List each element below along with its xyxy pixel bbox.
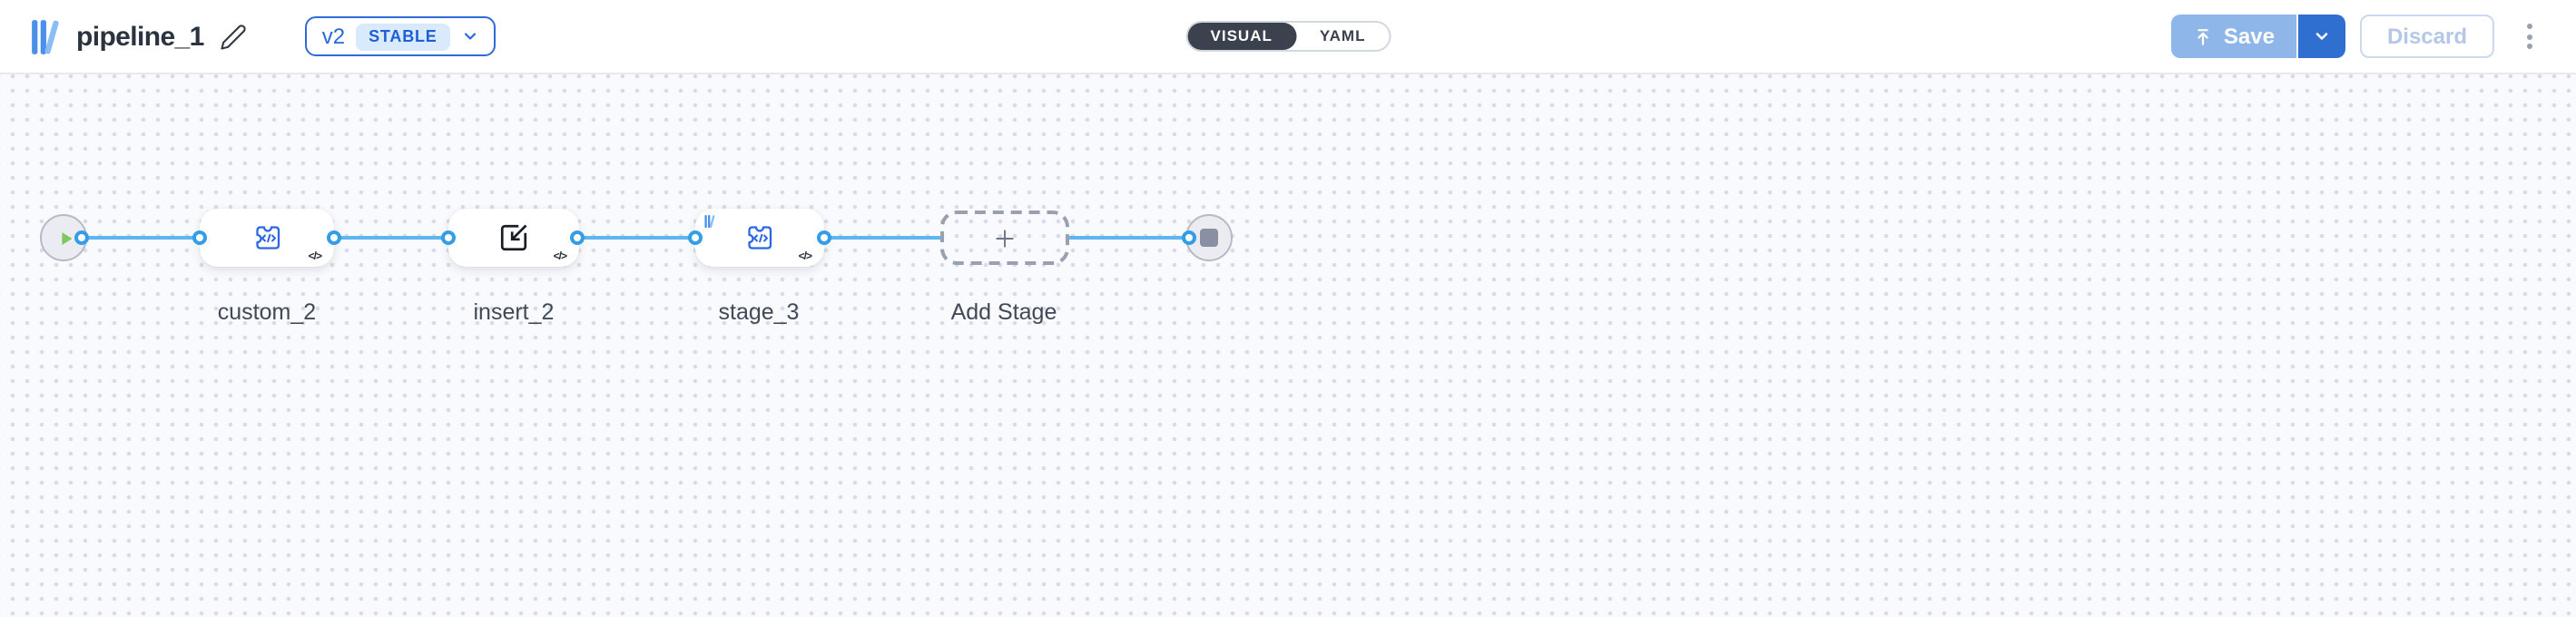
chevron-down-icon [2315, 33, 2328, 40]
version-selector[interactable]: v2 STABLE [305, 16, 496, 56]
stop-icon [1200, 229, 1218, 247]
header-actions: Save Discard [2170, 15, 2543, 58]
upload-icon [2197, 28, 2208, 44]
library-icon [32, 19, 59, 54]
save-dropdown-button[interactable] [2297, 15, 2345, 58]
library-icon [704, 214, 715, 229]
port-custom2-in[interactable] [192, 230, 207, 245]
discard-button-label: Discard [2386, 24, 2467, 49]
port-insert2-out[interactable] [570, 230, 585, 245]
puzzle-code-icon [255, 226, 280, 250]
port-end-in[interactable] [1182, 230, 1196, 245]
edge-insert2-stage3 [577, 236, 695, 240]
edge-addstage-end [1067, 236, 1184, 240]
port-stage3-out[interactable] [817, 230, 831, 245]
pipeline-canvas[interactable]: </> </> </> [0, 74, 2576, 617]
puzzle-code-icon [748, 226, 772, 250]
code-badge: </> [553, 252, 567, 263]
import-icon [500, 224, 527, 251]
discard-button[interactable]: Discard [2359, 15, 2494, 58]
add-stage-button[interactable] [940, 211, 1069, 265]
start-node[interactable] [40, 214, 87, 261]
edge-stage3-addstage [824, 236, 940, 240]
header: pipeline_1 v2 STABLE VISUAL YAML [0, 0, 2576, 74]
port-insert2-in[interactable] [441, 230, 456, 245]
edge-custom2-insert2 [334, 236, 448, 240]
port-start-out[interactable] [74, 230, 89, 245]
save-split-button: Save [2170, 15, 2345, 58]
tab-visual[interactable]: VISUAL [1186, 23, 1296, 50]
status-badge: STABLE [356, 23, 450, 50]
node-insert-2[interactable]: </> [448, 209, 579, 267]
node-label-insert-2: insert_2 [473, 299, 555, 325]
play-icon [62, 231, 73, 244]
save-divider [2296, 15, 2298, 58]
plus-icon [996, 229, 1014, 247]
code-badge: </> [798, 252, 812, 263]
chevron-down-icon [461, 27, 479, 45]
node-label-stage-3: stage_3 [718, 299, 800, 325]
node-label-add-stage: Add Stage [950, 299, 1057, 325]
node-label-custom-2: custom_2 [217, 299, 317, 325]
port-stage3-in[interactable] [688, 230, 703, 245]
version-label: v2 [321, 24, 346, 49]
kebab-menu-icon[interactable] [2514, 15, 2543, 58]
node-custom-2[interactable]: </> [200, 209, 334, 267]
tab-yaml[interactable]: YAML [1319, 26, 1366, 44]
port-custom2-out[interactable] [327, 230, 341, 245]
view-mode-toggle: VISUAL YAML [1186, 23, 1390, 50]
pencil-icon[interactable] [221, 23, 248, 50]
save-button-label: Save [2223, 24, 2275, 49]
code-badge: </> [308, 252, 322, 263]
page-title: pipeline_1 [76, 21, 204, 52]
save-button[interactable]: Save [2170, 15, 2296, 58]
edge-start-custom2 [82, 236, 200, 240]
node-stage-3[interactable]: </> [695, 209, 824, 267]
